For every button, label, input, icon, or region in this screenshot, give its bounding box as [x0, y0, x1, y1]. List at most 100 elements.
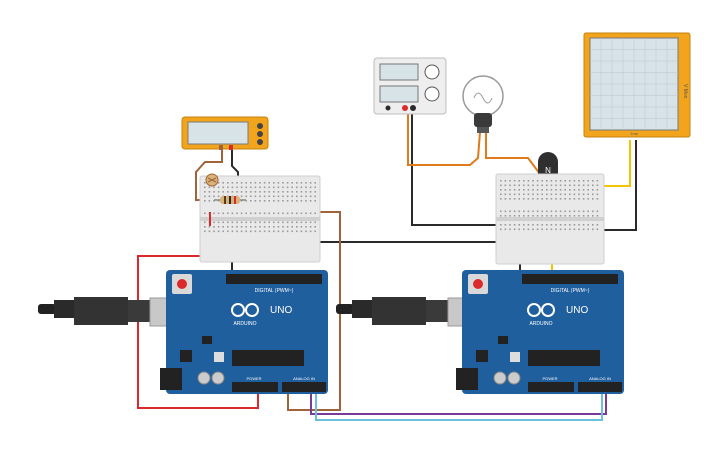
breadboard-hole	[273, 221, 275, 224]
breadboard-hole	[555, 215, 557, 217]
breadboard-hole	[213, 230, 215, 233]
breadboard-hole	[263, 212, 266, 215]
breadboard-hole	[550, 193, 553, 196]
breadboard-hole	[569, 180, 571, 182]
breadboard-hole	[582, 189, 585, 191]
breadboard-hole	[250, 191, 252, 193]
breadboard-hole	[263, 200, 266, 202]
breadboard-hole	[596, 198, 599, 200]
wire-orange-psu[interactable]	[407, 114, 481, 166]
breadboard-hole	[217, 212, 220, 215]
breadboard-hole	[578, 228, 580, 231]
breadboard-hole	[500, 224, 502, 226]
breadboard-hole	[286, 200, 289, 202]
breadboard-hole	[240, 186, 243, 189]
arduino-logo-left: ARDUINO	[231, 303, 259, 327]
light-bulb[interactable]	[462, 75, 504, 133]
breadboard-hole	[523, 189, 525, 191]
breadboard-hole	[596, 228, 599, 231]
breadboard-hole	[300, 221, 303, 224]
breadboard-hole	[550, 228, 553, 231]
breadboard-hole	[305, 200, 307, 202]
breadboard-hole	[523, 215, 525, 217]
breadboard-hole	[513, 228, 516, 231]
breadboard-hole	[546, 189, 548, 191]
arduino-right[interactable]: DIGITAL (PWM~) ARDUINO UNO POWER ANALOG …	[456, 270, 624, 394]
breadboard-hole	[208, 226, 211, 228]
breadboard-left[interactable]	[199, 175, 321, 263]
breadboard-hole	[245, 221, 247, 224]
breadboard-hole	[282, 191, 284, 193]
breadboard-hole	[259, 195, 261, 198]
breadboard-hole	[555, 193, 557, 196]
breadboard-hole	[245, 200, 247, 202]
breadboard-hole	[227, 191, 229, 193]
oscilloscope[interactable]: V Mon 1ms	[583, 32, 691, 138]
multimeter[interactable]	[181, 116, 269, 150]
breadboard-hole	[263, 221, 266, 224]
breadboard-hole	[513, 210, 516, 213]
breadboard-hole	[309, 230, 312, 233]
power-supply[interactable]	[373, 57, 447, 115]
breadboard-hole	[291, 221, 293, 224]
breadboard-hole	[518, 193, 520, 196]
wire-black-osc[interactable]	[600, 140, 637, 231]
breadboard-hole	[217, 221, 220, 224]
breadboard-hole	[527, 198, 530, 200]
photoresistor[interactable]	[205, 173, 219, 187]
breadboard-hole	[509, 189, 511, 191]
breadboard-hole	[559, 198, 562, 200]
breadboard-hole	[296, 200, 298, 202]
breadboard-hole	[523, 228, 525, 231]
breadboard-hole	[305, 226, 307, 228]
breadboard-hole	[518, 189, 520, 191]
breadboard-hole	[500, 180, 502, 182]
wire-black-psu[interactable]	[411, 114, 500, 226]
resistor[interactable]	[214, 196, 246, 204]
usb-cable-right[interactable]	[336, 297, 477, 327]
breadboard-hole	[282, 200, 284, 202]
arduino-left[interactable]: DIGITAL (PWM~) ARDUINO UNO POWER ANALOG …	[160, 270, 328, 394]
reset-button-right[interactable]	[473, 279, 483, 289]
breadboard-hole	[217, 226, 220, 228]
breadboard-hole	[518, 180, 520, 182]
breadboard-hole	[309, 191, 312, 193]
wire-purple[interactable]	[310, 392, 607, 415]
breadboard-right[interactable]	[495, 173, 605, 265]
breadboard-hole	[240, 182, 243, 184]
breadboard-hole	[300, 195, 303, 198]
breadboard-hole	[500, 184, 502, 187]
breadboard-hole	[282, 212, 284, 215]
breadboard-hole	[268, 182, 270, 184]
breadboard-hole	[569, 193, 571, 196]
breadboard-hole	[277, 226, 280, 228]
breadboard-hole	[532, 224, 534, 226]
usb-cable-left[interactable]	[38, 297, 179, 327]
breadboard-hole	[309, 182, 312, 184]
breadboard-hole	[536, 189, 539, 191]
breadboard-hole	[273, 230, 275, 233]
breadboard-hole	[578, 180, 580, 182]
breadboard-hole	[204, 191, 206, 193]
breadboard-hole	[527, 215, 530, 217]
breadboard-hole	[245, 191, 247, 193]
breadboard-hole	[309, 200, 312, 202]
breadboard-hole	[291, 195, 293, 198]
breadboard-hole	[573, 210, 576, 213]
breadboard-hole	[587, 224, 589, 226]
breadboard-hole	[250, 195, 252, 198]
breadboard-hole	[277, 195, 280, 198]
breadboard-hole	[259, 212, 261, 215]
breadboard-hole	[254, 200, 257, 202]
wire-cyan[interactable]	[315, 392, 603, 421]
breadboard-hole	[592, 193, 594, 196]
digital-header-left	[226, 274, 322, 284]
breadboard-hole	[273, 200, 275, 202]
wire-brown-meter[interactable]	[195, 148, 223, 201]
breadboard-hole	[527, 210, 530, 213]
breadboard-hole	[314, 186, 316, 189]
reset-button-left[interactable]	[177, 279, 187, 289]
breadboard-hole	[240, 212, 243, 215]
